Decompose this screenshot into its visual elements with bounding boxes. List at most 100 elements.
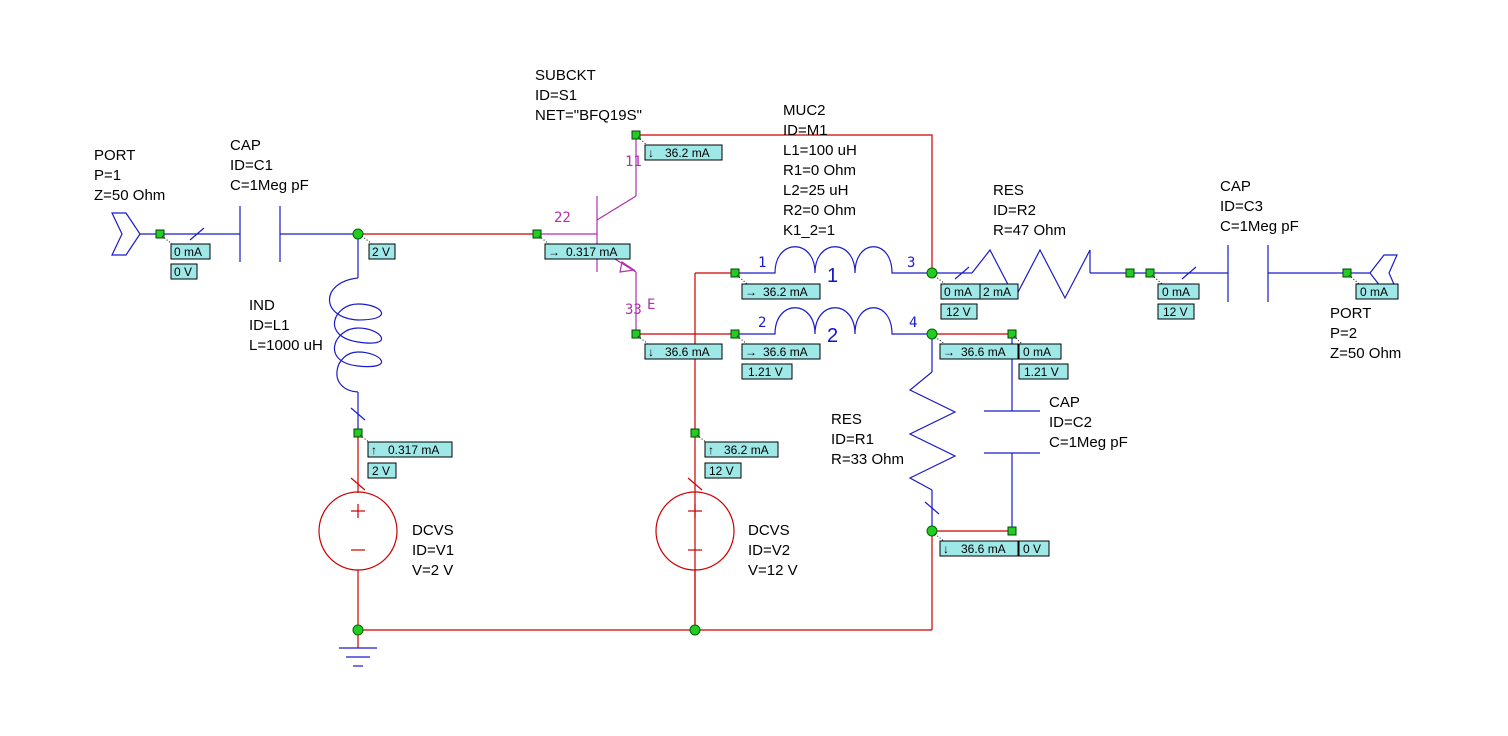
svg-text:Z=50 Ohm: Z=50 Ohm — [1330, 345, 1401, 362]
capacitor-c1-symbol — [239, 206, 281, 262]
svg-text:0.317 mA: 0.317 mA — [566, 245, 617, 259]
svg-text:ID=R1: ID=R1 — [831, 431, 874, 448]
svg-text:2 V: 2 V — [372, 245, 390, 259]
annotation-m1p3-current-left: 0 mA — [940, 283, 981, 300]
svg-text:1.21 V: 1.21 V — [1024, 365, 1059, 379]
junction-nodes — [352, 228, 938, 636]
svg-text:ID=L1: ID=L1 — [249, 317, 289, 334]
pin-emitter: 33 — [625, 302, 642, 318]
annotation-collector-current: ↓ 36.2 mA — [644, 144, 723, 161]
pin-numbers: 22 11 33 E 1 2 3 4 1 2 — [554, 154, 917, 347]
label-muc2-m1: MUC2 ID=M1 L1=100 uH R1=0 Ohm L2=25 uH R… — [783, 102, 857, 239]
svg-text:V=2 V: V=2 V — [412, 562, 453, 579]
svg-text:R=47 Ohm: R=47 Ohm — [993, 222, 1066, 239]
svg-text:12 V: 12 V — [946, 305, 971, 319]
terminal-pins — [155, 130, 1352, 536]
svg-text:ID=C3: ID=C3 — [1220, 198, 1263, 215]
svg-text:ID=C1: ID=C1 — [230, 157, 273, 174]
dc-wires — [357, 134, 1012, 648]
svg-text:0 V: 0 V — [174, 265, 192, 279]
svg-text:↑: ↑ — [708, 443, 714, 457]
label-capacitor-c1: CAP ID=C1 C=1Meg pF — [230, 137, 309, 194]
annotation-port1-current: 0 mA — [170, 243, 211, 260]
port-1-symbol — [111, 212, 141, 256]
svg-text:C=1Meg pF: C=1Meg pF — [230, 177, 309, 194]
svg-text:C=1Meg pF: C=1Meg pF — [1220, 218, 1299, 235]
label-resistor-r1: RES ID=R1 R=33 Ohm — [831, 411, 904, 468]
svg-text:P=1: P=1 — [94, 167, 121, 184]
pin-emitter-label: E — [647, 297, 655, 313]
label-inductor-l1: IND ID=L1 L=1000 uH — [249, 297, 323, 354]
annotation-m1p3-current-right: 2 mA — [979, 283, 1019, 300]
svg-text:L2=25 uH: L2=25 uH — [783, 182, 848, 199]
svg-text:ID=S1: ID=S1 — [535, 87, 577, 104]
pin-collector: 11 — [625, 154, 642, 170]
annotation-c2-top-voltage: 1.21 V — [1018, 363, 1069, 380]
inductor-l1-symbol — [329, 277, 382, 393]
svg-text:PORT: PORT — [94, 147, 135, 164]
svg-text:V=12 V: V=12 V — [748, 562, 798, 579]
annotation-c3-current: 0 mA — [1157, 283, 1200, 300]
label-port-1: PORT P=1 Z=50 Ohm — [94, 147, 165, 204]
annotation-base-current: → 0.317 mA — [544, 243, 631, 260]
voltage-source-v2-symbol — [655, 491, 735, 571]
svg-text:12 V: 12 V — [709, 464, 734, 478]
svg-text:P=2: P=2 — [1330, 325, 1357, 342]
label-dcvs-v2: DCVS ID=V2 V=12 V — [748, 522, 798, 579]
svg-text:R1=0 Ohm: R1=0 Ohm — [783, 162, 856, 179]
svg-text:36.6 mA: 36.6 mA — [665, 345, 710, 359]
svg-text:K1_2=1: K1_2=1 — [783, 222, 835, 239]
svg-text:CAP: CAP — [230, 137, 261, 154]
svg-text:→: → — [745, 285, 757, 299]
pin-m1-3: 3 — [907, 255, 915, 271]
svg-text:RES: RES — [831, 411, 862, 428]
svg-text:ID=M1: ID=M1 — [783, 122, 828, 139]
svg-text:ID=C2: ID=C2 — [1049, 414, 1092, 431]
svg-text:0 mA: 0 mA — [1023, 345, 1051, 359]
svg-text:1.21 V: 1.21 V — [748, 365, 783, 379]
svg-text:12 V: 12 V — [1163, 305, 1188, 319]
annotation-port2-current: 0 mA — [1355, 283, 1399, 300]
svg-text:0 V: 0 V — [1023, 542, 1041, 556]
label-port-2: PORT P=2 Z=50 Ohm — [1330, 305, 1401, 362]
svg-text:R=33 Ohm: R=33 Ohm — [831, 451, 904, 468]
pin-base: 22 — [554, 210, 571, 226]
svg-text:R2=0 Ohm: R2=0 Ohm — [783, 202, 856, 219]
svg-text:IND: IND — [249, 297, 275, 314]
annotation-emitter-current: ↓ 36.6 mA — [644, 343, 723, 360]
svg-text:2 mA: 2 mA — [983, 285, 1011, 299]
svg-text:RES: RES — [993, 182, 1024, 199]
winding-1-label: 1 — [827, 265, 838, 287]
capacitor-c3-symbol — [1227, 245, 1269, 302]
annotation-c3-voltage: 12 V — [1157, 303, 1195, 320]
svg-text:C=1Meg pF: C=1Meg pF — [1049, 434, 1128, 451]
svg-text:↑: ↑ — [371, 443, 377, 457]
svg-text:0 mA: 0 mA — [1360, 285, 1388, 299]
label-capacitor-c2: CAP ID=C2 C=1Meg pF — [1049, 394, 1128, 451]
pin-m1-2: 2 — [758, 315, 766, 331]
svg-text:36.2 mA: 36.2 mA — [763, 285, 808, 299]
svg-text:ID=R2: ID=R2 — [993, 202, 1036, 219]
svg-text:↓: ↓ — [943, 542, 949, 556]
annotation-port1-voltage: 0 V — [170, 263, 198, 280]
annotation-leaders — [161, 136, 1360, 543]
annotation-l1-current: ↑ 0.317 mA — [367, 441, 453, 458]
svg-text:L=1000 uH: L=1000 uH — [249, 337, 323, 354]
svg-text:CAP: CAP — [1220, 178, 1251, 195]
pin-ticks — [189, 227, 1197, 515]
svg-text:↓: ↓ — [648, 146, 654, 160]
label-dcvs-v1: DCVS ID=V1 V=2 V — [412, 522, 454, 579]
label-capacitor-c3: CAP ID=C3 C=1Meg pF — [1220, 178, 1299, 235]
annotation-m1p2-voltage: 1.21 V — [741, 363, 793, 380]
annotation-c2-bottom-voltage: 0 V — [1018, 540, 1050, 557]
svg-text:→: → — [943, 345, 955, 359]
svg-text:NET="BFQ19S": NET="BFQ19S" — [535, 107, 642, 124]
coupled-inductor-m1-symbol — [735, 246, 932, 335]
svg-text:→: → — [745, 345, 757, 359]
svg-text:36.2 mA: 36.2 mA — [724, 443, 769, 457]
capacitor-c2-symbol — [984, 410, 1040, 454]
annotation-m1p1-current: → 36.2 mA — [741, 283, 821, 300]
voltage-source-v1-symbol — [318, 491, 398, 571]
svg-text:→: → — [548, 245, 560, 259]
